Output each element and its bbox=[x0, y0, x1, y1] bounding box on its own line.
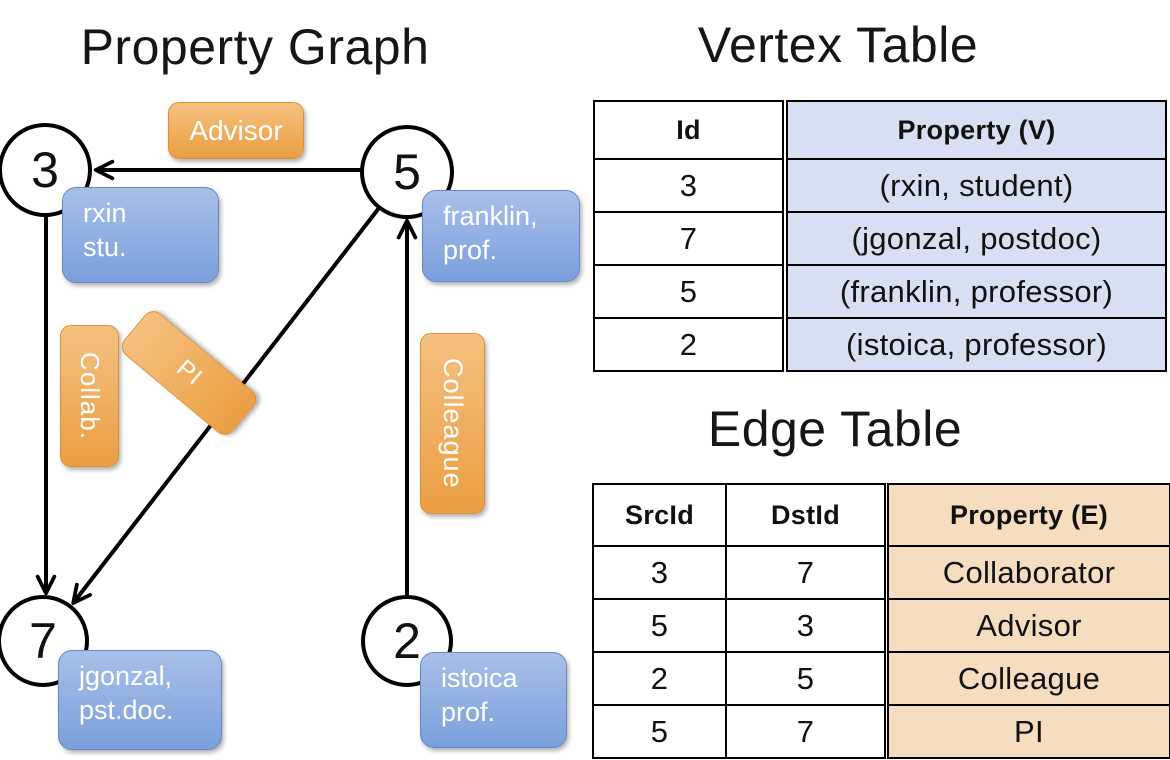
vertex-property-line: prof. bbox=[441, 697, 496, 727]
vertex-table-title: Vertex Table bbox=[697, 17, 979, 73]
vertex-table-property-cell: (rxin, student) bbox=[788, 158, 1165, 211]
vertex-property-box-franklin: franklin, prof. bbox=[422, 190, 580, 282]
edge-table-srcid-cell: 3 bbox=[594, 547, 727, 598]
edge-label-advisor-text: Advisor bbox=[189, 114, 283, 146]
edge-label-advisor: Advisor bbox=[168, 102, 304, 159]
node-id-5: 5 bbox=[393, 144, 421, 200]
edge-label-collab: Collab. bbox=[60, 325, 119, 467]
edge-label-colleague-text: Colleague bbox=[438, 358, 468, 489]
edge-table-srcid-header: SrcId bbox=[594, 485, 727, 545]
edge-table-dstid-header: DstId bbox=[771, 499, 840, 530]
vertex-property-box-jgonzal: jgonzal, pst.doc. bbox=[58, 650, 222, 750]
edge-table-dstid-cell: 3 bbox=[796, 607, 815, 643]
edge-table-property-cell: Collaborator bbox=[889, 545, 1169, 598]
vertex-table-property-cell: (istoica, professor) bbox=[788, 317, 1165, 370]
vertex-property-line: pst.doc. bbox=[79, 695, 174, 725]
vertex-table-id-header: Id bbox=[676, 114, 701, 145]
edge-label-colleague: Colleague bbox=[420, 333, 485, 514]
vertex-property-line: prof. bbox=[443, 235, 498, 265]
edge-table-title: Edge Table bbox=[707, 401, 963, 457]
vertex-table-id-column: Id 3 7 5 2 bbox=[593, 100, 784, 372]
node-id-3: 3 bbox=[31, 142, 59, 198]
edge-table-dstid-cell: 5 bbox=[796, 660, 815, 696]
node-id-2: 2 bbox=[393, 613, 421, 669]
vertex-property-box-istoica: istoica prof. bbox=[420, 652, 567, 748]
edge-table-dstid-cell: 7 bbox=[796, 554, 815, 590]
edge-table-srcid-cell: 5 bbox=[594, 600, 727, 651]
edge-table-id-header-row: SrcId DstId bbox=[594, 485, 884, 545]
vertex-table-property-cell: (jgonzal, postdoc) bbox=[788, 211, 1165, 264]
edge-label-pi-text: PI bbox=[171, 354, 208, 391]
vertex-table-property-column: Property (V) (rxin, student) (jgonzal, p… bbox=[786, 100, 1167, 372]
edge-table-property-cell: PI bbox=[889, 704, 1169, 757]
edge-label-collab-text: Collab. bbox=[75, 352, 105, 440]
vertex-property-line: rxin bbox=[83, 198, 127, 228]
edge-table-id-row: 2 5 bbox=[594, 651, 884, 704]
vertex-property-line: stu. bbox=[83, 232, 127, 262]
edge-table-dstid-cell: 7 bbox=[796, 713, 815, 749]
vertex-table-id-cell: 2 bbox=[595, 317, 782, 370]
edge-table-srcid-cell: 5 bbox=[594, 706, 727, 757]
vertex-property-box-rxin: rxin stu. bbox=[62, 187, 219, 283]
edge-table-property-cell: Advisor bbox=[889, 598, 1169, 651]
edge-table-property-cell: Colleague bbox=[889, 651, 1169, 704]
edge-table-id-row: 3 7 bbox=[594, 545, 884, 598]
edge-table-id-row: 5 7 bbox=[594, 704, 884, 757]
vertex-table-property-header: Property (V) bbox=[788, 102, 1165, 158]
vertex-table-id-cell: 5 bbox=[595, 264, 782, 317]
edge-table-srcid-cell: 2 bbox=[594, 653, 727, 704]
vertex-table-id-cell: 3 bbox=[595, 158, 782, 211]
edge-table-id-columns: SrcId DstId 3 7 5 3 2 5 5 7 bbox=[592, 483, 886, 759]
edge-table-id-row: 5 3 bbox=[594, 598, 884, 651]
vertex-property-line: franklin, bbox=[443, 201, 538, 231]
vertex-table-property-cell: (franklin, professor) bbox=[788, 264, 1165, 317]
vertex-table-id-cell: 7 bbox=[595, 211, 782, 264]
vertex-property-line: istoica bbox=[441, 663, 518, 693]
edge-table-property-column: Property (E) Collaborator Advisor Collea… bbox=[887, 483, 1170, 759]
property-graph-title: Property Graph bbox=[80, 19, 430, 75]
node-id-7: 7 bbox=[29, 613, 57, 669]
vertex-property-line: jgonzal, bbox=[79, 661, 173, 691]
edge-table-property-header: Property (E) bbox=[889, 485, 1169, 545]
